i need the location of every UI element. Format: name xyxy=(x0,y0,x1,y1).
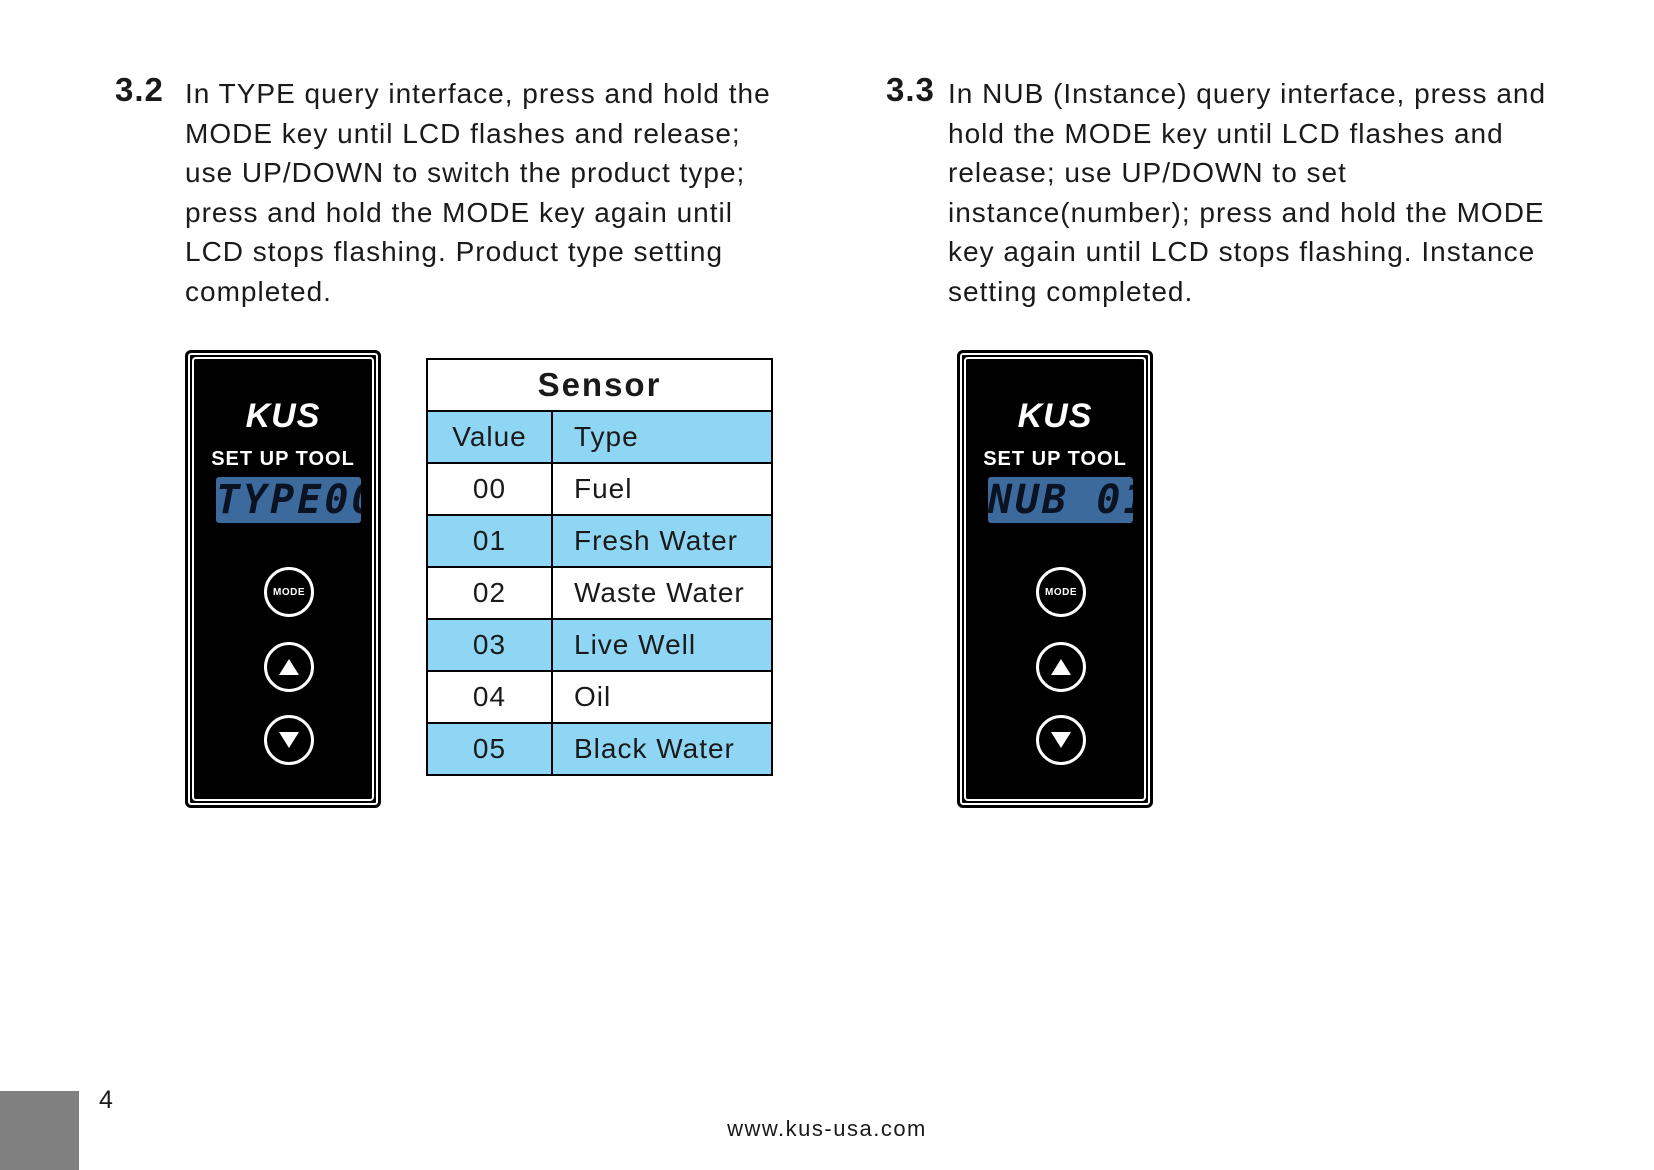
instruction-line: completed. xyxy=(185,275,332,307)
type-cell: Oil xyxy=(551,670,773,724)
table-row: 01 Fresh Water xyxy=(426,514,773,568)
type-cell: Live Well xyxy=(551,618,773,672)
type-cell: Fuel xyxy=(551,462,773,516)
sensor-type-table: Sensor Value Type 00 Fuel 01 Fresh Water… xyxy=(426,358,773,776)
instruction-line: setting completed. xyxy=(948,275,1194,307)
table-header-row: Value Type xyxy=(426,410,773,464)
brand-logo: KUS xyxy=(1017,397,1093,435)
instruction-line: instance(number); press and hold the MOD… xyxy=(948,196,1545,228)
down-button[interactable] xyxy=(264,715,314,765)
instruction-line: MODE key until LCD flashes and release; xyxy=(185,117,741,149)
table-row: 05 Black Water xyxy=(426,722,773,776)
up-arrow-icon xyxy=(279,659,299,675)
value-cell: 04 xyxy=(426,670,553,724)
table-title: Sensor xyxy=(426,358,773,412)
up-button[interactable] xyxy=(1036,642,1086,692)
table-row: 00 Fuel xyxy=(426,462,773,516)
value-cell: 02 xyxy=(426,566,553,620)
device-face: KUS SET UP TOOL NUB 01 MODE xyxy=(964,357,1146,801)
value-cell: 05 xyxy=(426,722,553,776)
page-number: 4 xyxy=(99,1086,113,1114)
section-instructions: In NUB (Instance) query interface, press… xyxy=(948,74,1546,311)
instruction-line: LCD stops flashing. Product type setting xyxy=(185,236,724,267)
table-row: 03 Live Well xyxy=(426,618,773,672)
value-cell: 01 xyxy=(426,514,553,568)
up-button[interactable] xyxy=(264,642,314,692)
lcd-display: NUB 01 xyxy=(988,477,1133,523)
mode-button[interactable]: MODE xyxy=(1036,567,1086,617)
value-cell: 00 xyxy=(426,462,553,516)
setup-tool-device: KUS SET UP TOOL NUB 01 MODE xyxy=(957,350,1153,808)
setup-tool-device: KUS SET UP TOOL TYPE00 MODE xyxy=(185,350,381,808)
table-row: 04 Oil xyxy=(426,670,773,724)
section-number: 3.3 xyxy=(886,71,935,108)
instruction-line: press and hold the MODE key again until xyxy=(185,196,733,228)
footer-url: www.kus-usa.com xyxy=(727,1116,927,1141)
instruction-line: release; use UP/DOWN to set xyxy=(948,157,1347,188)
instruction-line: In NUB (Instance) query interface, press… xyxy=(948,78,1547,109)
type-cell: Waste Water xyxy=(551,566,773,620)
column-header-type: Type xyxy=(551,410,773,464)
device-label: SET UP TOOL xyxy=(983,448,1127,470)
mode-button[interactable]: MODE xyxy=(264,567,314,617)
brand-logo: KUS xyxy=(245,397,321,435)
section-number: 3.2 xyxy=(115,71,164,108)
device-label: SET UP TOOL xyxy=(211,448,355,470)
instruction-line: In TYPE query interface, press and hold … xyxy=(185,78,771,109)
section-instructions: In TYPE query interface, press and hold … xyxy=(185,74,771,311)
down-arrow-icon xyxy=(1051,732,1071,748)
instruction-line: hold the MODE key until LCD flashes and xyxy=(948,117,1504,149)
up-arrow-icon xyxy=(1051,659,1071,675)
device-face: KUS SET UP TOOL TYPE00 MODE xyxy=(192,357,374,801)
down-button[interactable] xyxy=(1036,715,1086,765)
page-tab xyxy=(0,1091,79,1170)
lcd-display: TYPE00 xyxy=(216,477,361,523)
column-header-value: Value xyxy=(426,410,553,464)
instruction-line: use UP/DOWN to switch the product type; xyxy=(185,157,746,188)
type-cell: Fresh Water xyxy=(551,514,773,568)
instruction-line: key again until LCD stops flashing. Inst… xyxy=(948,236,1536,267)
table-row: 02 Waste Water xyxy=(426,566,773,620)
type-cell: Black Water xyxy=(551,722,773,776)
value-cell: 03 xyxy=(426,618,553,672)
down-arrow-icon xyxy=(279,732,299,748)
